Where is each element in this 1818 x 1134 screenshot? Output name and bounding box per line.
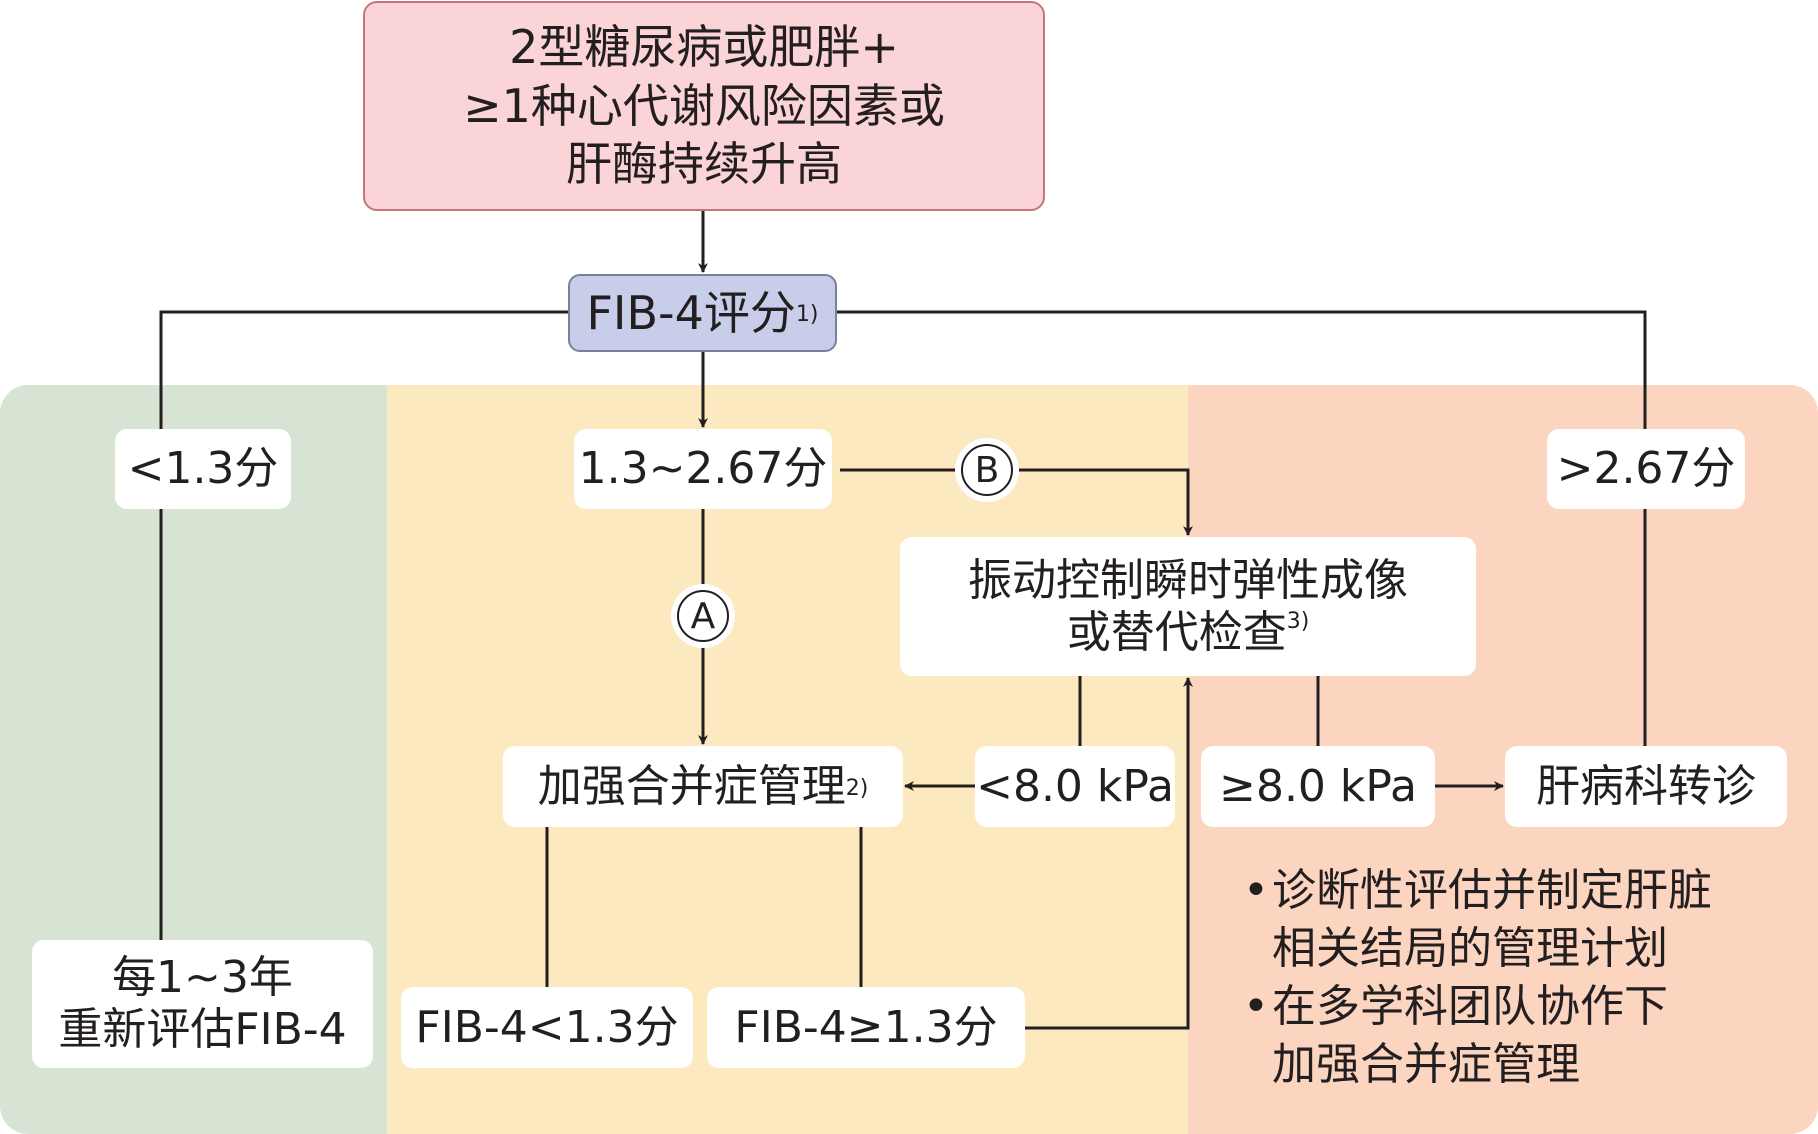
marker-b-label: B [974, 449, 1000, 491]
branch-high-label: >2.67分 [1556, 443, 1736, 495]
high-risk-actions: • 诊断性评估并制定肝脏 相关结局的管理计划 • 在多学科团队协作下 加强合并症… [1240, 862, 1712, 1094]
reassess-box: 每1~3年 重新评估FIB-4 [32, 940, 373, 1068]
marker-b: B [961, 444, 1013, 496]
bullet-line: 在多学科团队协作下 [1272, 981, 1668, 1032]
bullet-item: • 在多学科团队协作下 加强合并症管理 [1240, 978, 1712, 1094]
bullet-line: 相关结局的管理计划 [1272, 923, 1668, 974]
line-score-to-low [159, 310, 568, 940]
kpa-high-label: ≥8.0 kPa [1219, 760, 1417, 812]
kpa-low-box: <8.0 kPa [975, 746, 1175, 827]
line-score-to-high [837, 310, 1647, 746]
elastography-box: 振动控制瞬时弹性成像 或替代检查3) [900, 537, 1476, 676]
entry-criteria-box: 2型糖尿病或肥胖+ ≥1种心代谢风险因素或 肝酶持续升高 [363, 1, 1045, 211]
fib-high-result-box: FIB-4≥1.3分 [707, 987, 1025, 1068]
bullet-line: 加强合并症管理 [1272, 1039, 1580, 1090]
kpa-low-label: <8.0 kPa [976, 760, 1174, 812]
branch-low-label: <1.3分 [127, 443, 279, 495]
fib-high-result-label: FIB-4≥1.3分 [734, 1001, 998, 1053]
branch-high-box: >2.67分 [1547, 429, 1745, 509]
reassess-line: 每1~3年 [112, 952, 293, 1004]
footnote-marker: 3) [1286, 608, 1310, 634]
referral-label: 肝病科转诊 [1536, 760, 1756, 812]
fib4-score-label: FIB-4评分 [586, 285, 796, 340]
entry-line: 肝酶持续升高 [566, 137, 842, 192]
entry-line: ≥1种心代谢风险因素或 [463, 78, 945, 133]
bullet-icon: • [1243, 865, 1269, 916]
bullet-line: 诊断性评估并制定肝脏 [1272, 865, 1712, 916]
bullet-item: • 诊断性评估并制定肝脏 相关结局的管理计划 [1240, 862, 1712, 978]
referral-box: 肝病科转诊 [1505, 746, 1787, 827]
arrow-fib-high-to-elastography [1025, 677, 1193, 1030]
elastography-line-text: 或替代检查 [1066, 606, 1287, 658]
bullet-icon: • [1243, 981, 1269, 1032]
branch-low-box: <1.3分 [115, 429, 291, 509]
arrow-mid-to-elastography [840, 468, 1193, 536]
footnote-marker: 1) [795, 302, 819, 328]
branch-mid-label: 1.3~2.67分 [578, 443, 828, 495]
elastography-line: 或替代检查3) [968, 607, 1408, 659]
entry-line: 2型糖尿病或肥胖+ [509, 19, 899, 74]
kpa-high-box: ≥8.0 kPa [1201, 746, 1435, 827]
marker-a-label: A [690, 595, 716, 637]
fib-low-result-box: FIB-4<1.3分 [401, 987, 693, 1068]
fib-low-result-label: FIB-4<1.3分 [415, 1001, 679, 1053]
reassess-line: 重新评估FIB-4 [58, 1004, 347, 1055]
comorbidity-label: 加强合并症管理 [537, 760, 846, 812]
elastography-line: 振动控制瞬时弹性成像 [968, 554, 1408, 606]
branch-mid-box: 1.3~2.67分 [574, 429, 832, 509]
marker-a: A [677, 590, 729, 642]
footnote-marker: 2) [845, 775, 869, 801]
